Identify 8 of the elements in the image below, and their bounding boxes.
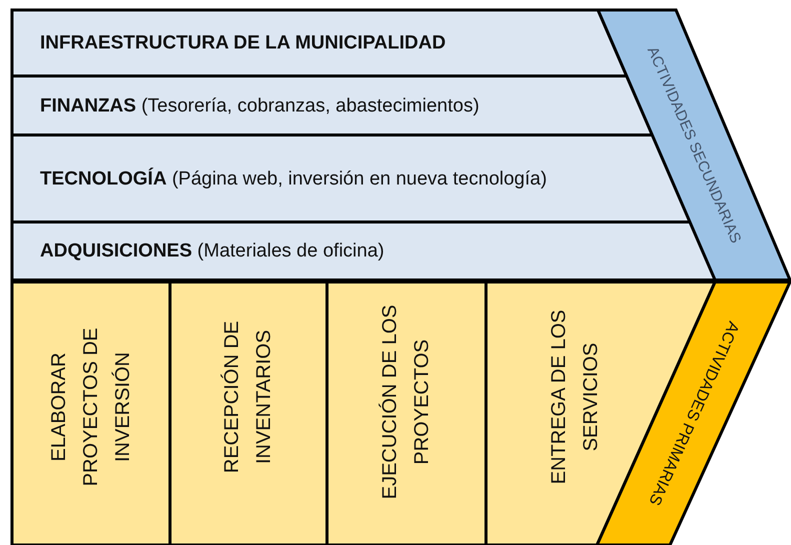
activity-label: ELABORAR PROYECTOS DE INVERSIÓN	[47, 326, 135, 488]
activity-label: RECEPCIÓN DE INVENTARIOS	[220, 320, 276, 476]
activity-label: ADQUISICIONES (Materiales de oficina)	[40, 239, 384, 264]
activity-label: INFRAESTRUCTURA DE LA MUNICIPALIDAD	[40, 31, 446, 56]
activity-label: TECNOLOGÍA (Página web, inversión en nueva tecnología)	[40, 166, 547, 191]
activity-label: FINANZAS (Tesorería, cobranzas, abastecimientos)	[40, 94, 480, 118]
activity-label: EJECUCIÓN DE LOS PROYECTOS	[378, 304, 434, 502]
activity-label: ENTREGA DE LOS SERVICIOS	[547, 308, 603, 486]
